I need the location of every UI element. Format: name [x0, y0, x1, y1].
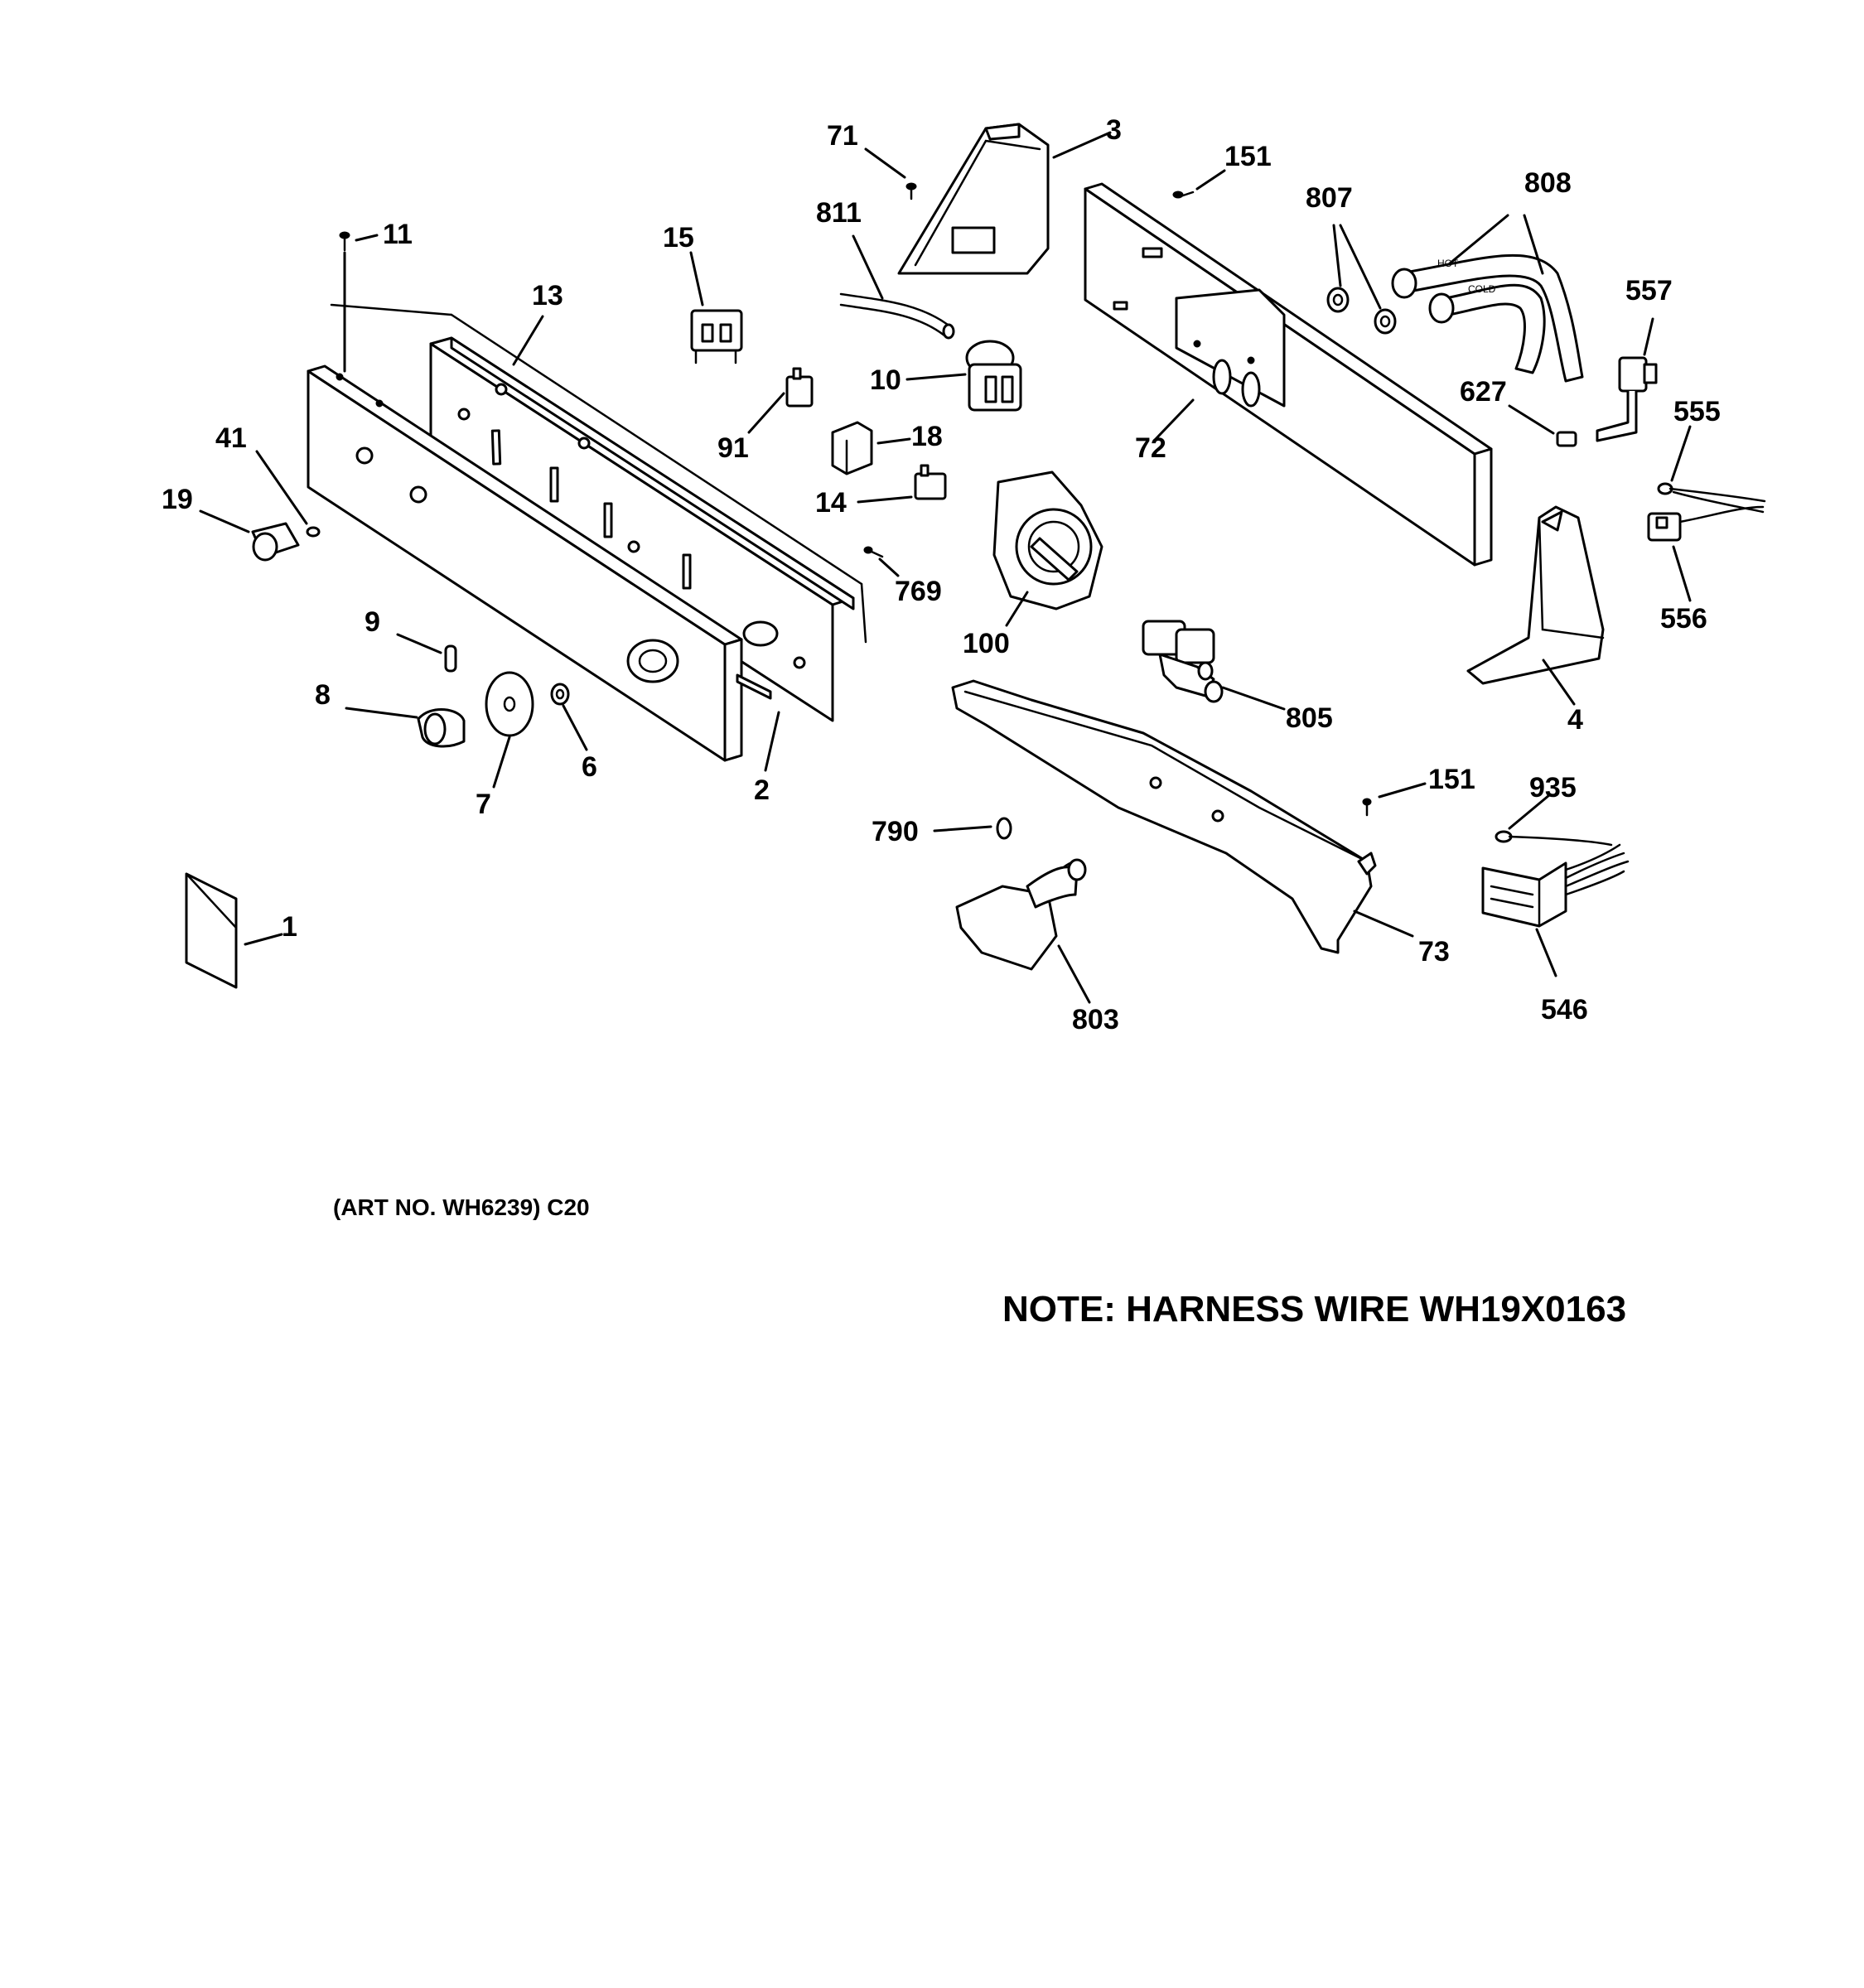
callout-100: 100	[963, 628, 1010, 659]
washers-807	[1326, 224, 1397, 335]
callout-6: 6	[582, 751, 597, 783]
clip-9	[396, 633, 457, 673]
end-cap-4	[1466, 505, 1605, 706]
hose-label-cold: COLD	[1468, 283, 1496, 295]
leader-13	[512, 315, 544, 366]
callout-91: 91	[717, 432, 749, 464]
nut-6	[550, 683, 588, 751]
bracket-803	[955, 858, 1091, 1004]
art-number: (ART NO. WH6239) C20	[333, 1194, 590, 1220]
callout-556: 556	[1660, 603, 1707, 635]
callout-627: 627	[1460, 376, 1507, 408]
dial-7	[485, 671, 534, 789]
water-valve-805	[1142, 620, 1286, 711]
callout-151-top: 151	[1224, 141, 1272, 172]
callout-803: 803	[1072, 1004, 1119, 1035]
callout-555: 555	[1673, 396, 1721, 427]
callout-71: 71	[827, 120, 858, 152]
clamp-790	[933, 817, 1012, 840]
callout-3: 3	[1106, 114, 1122, 146]
callout-13: 13	[532, 280, 563, 311]
callout-808: 808	[1524, 167, 1572, 199]
clip-627	[1508, 404, 1577, 447]
connector-556	[1647, 505, 1765, 602]
callout-11: 11	[383, 219, 413, 250]
wire-555	[1657, 425, 1766, 514]
capacitor-18	[831, 421, 911, 475]
callout-935: 935	[1529, 772, 1577, 803]
switch-91	[747, 367, 814, 434]
callout-805: 805	[1286, 702, 1333, 734]
callout-14: 14	[815, 487, 847, 519]
knob-19	[199, 509, 300, 562]
lower-bracket-73	[951, 679, 1414, 954]
harness-546	[1481, 843, 1630, 977]
callout-769: 769	[895, 576, 942, 607]
wire-935	[1495, 794, 1613, 847]
callout-4: 4	[1567, 704, 1583, 736]
screw-71	[864, 147, 917, 200]
callout-1: 1	[282, 911, 297, 943]
callout-73: 73	[1418, 936, 1450, 967]
screw-151-top	[1172, 169, 1226, 199]
control-panel-backsplash	[330, 303, 867, 722]
switch-14	[857, 464, 947, 504]
switch-15	[689, 251, 743, 364]
callout-72: 72	[1135, 432, 1166, 464]
callout-7: 7	[476, 789, 491, 820]
callout-9: 9	[365, 606, 380, 638]
callout-8: 8	[315, 679, 331, 711]
knob-insert-41	[255, 450, 321, 538]
callout-19: 19	[162, 484, 193, 515]
harness-wire-note: NOTE: HARNESS WIRE WH19X0163	[1002, 1289, 1626, 1329]
callout-811: 811	[816, 197, 862, 229]
lid-switch-557	[1596, 317, 1658, 442]
callout-10: 10	[870, 364, 901, 396]
leader-2	[764, 711, 780, 772]
timer-100	[992, 470, 1103, 627]
callout-151-bottom: 151	[1428, 764, 1475, 795]
timer-knob-8	[345, 707, 466, 748]
front-control-panel	[307, 364, 772, 762]
inlet-hoses-808: HOT COLD	[1391, 214, 1584, 383]
hose-811	[839, 234, 955, 340]
callout-18: 18	[911, 421, 943, 452]
pressure-switch-10	[905, 340, 1022, 412]
screw-11	[339, 231, 379, 373]
callout-41: 41	[215, 422, 247, 454]
screw-769	[863, 546, 900, 577]
callout-807: 807	[1306, 182, 1353, 214]
screw-151-bottom	[1362, 782, 1427, 817]
callout-2: 2	[754, 774, 770, 806]
callout-15: 15	[663, 222, 694, 253]
callout-546: 546	[1541, 994, 1588, 1025]
end-cap-3	[897, 123, 1112, 275]
rear-panel-72	[1084, 182, 1493, 567]
callout-790: 790	[872, 816, 919, 847]
callout-557: 557	[1625, 275, 1673, 306]
manual-1	[185, 872, 283, 989]
